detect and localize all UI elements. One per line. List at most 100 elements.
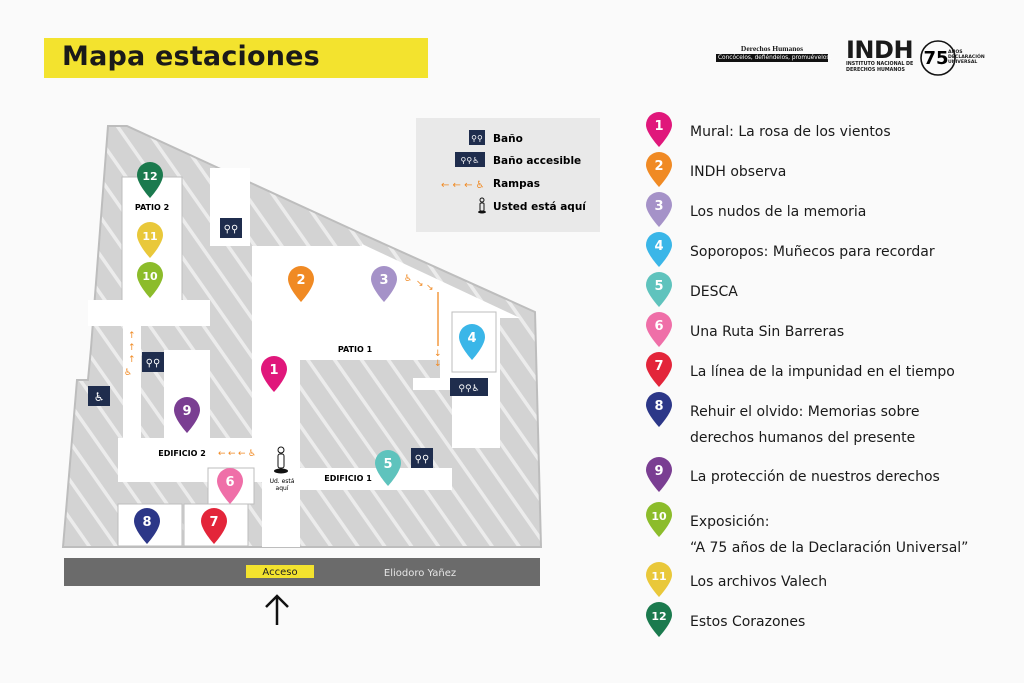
map-key-label-here: Usted está aquí <box>493 201 587 213</box>
legend-label: Una Ruta Sin Barreras <box>690 319 844 345</box>
svg-text:♿: ♿ <box>124 368 132 378</box>
station-pin-number: 12 <box>142 170 157 183</box>
svg-text:10: 10 <box>651 510 667 523</box>
legend-label-line: Mural: La rosa de los vientos <box>690 124 891 140</box>
edificio-1-label: EDIFICIO 1 <box>324 474 372 483</box>
legend-label: Los nudos de la memoria <box>690 199 866 225</box>
logo-75-anos: 75 <box>920 40 956 76</box>
logo-75-number: 75 <box>923 48 948 69</box>
station-pin-6: 6 <box>217 468 243 504</box>
station-pin-number: 2 <box>296 273 305 288</box>
legend-label-line: Soporopos: Muñecos para recordar <box>690 244 935 260</box>
edificio-1-area <box>262 468 452 490</box>
legend-pin-icon: 9 <box>646 457 672 492</box>
svg-text:⚲⚲: ⚲⚲ <box>224 224 239 235</box>
legend-label: La línea de la impunidad en el tiempo <box>690 359 955 385</box>
svg-text:4: 4 <box>654 239 663 254</box>
legend-label-line: La protección de nuestros derechos <box>690 469 940 485</box>
legend-label-line-2: derechos humanos del presente <box>690 430 916 446</box>
edificio-2-label: EDIFICIO 2 <box>158 449 206 458</box>
station-pin-number: 7 <box>209 515 218 530</box>
station-pin-8: 8 <box>134 508 160 544</box>
legend-label-line: Exposición: <box>690 514 770 530</box>
station-pin-number: 10 <box>142 270 158 283</box>
map-key-label-accessible: Baño accesible <box>493 155 581 167</box>
legend-pin-icon: 8 <box>646 392 672 427</box>
station-pin-4: 4 <box>459 324 485 360</box>
street-name: Eliodoro Yañez <box>384 568 456 579</box>
patio-1-label: PATIO 1 <box>338 345 373 354</box>
svg-text:7: 7 <box>654 359 663 374</box>
legend-label: Mural: La rosa de los vientos <box>690 119 891 145</box>
you-are-here-label-2: aquí <box>276 485 289 492</box>
svg-text:3: 3 <box>654 199 663 214</box>
you-are-here-icon <box>274 446 288 474</box>
entrance-arrow-icon <box>265 594 289 625</box>
access-label: Acceso <box>262 567 297 578</box>
legend-label: La protección de nuestros derechos <box>690 464 940 490</box>
logo-indh-line2: DERECHOS HUMANOS <box>846 67 905 73</box>
legend-pin-icon: 2 <box>646 152 672 187</box>
svg-text:♿: ♿ <box>248 449 256 459</box>
wheelchair-icon: ♿ <box>88 386 110 406</box>
patio-1-area <box>252 244 520 448</box>
svg-text:←: ← <box>228 449 236 459</box>
legend-label: Rehuir el olvido: Memorias sobre derechos… <box>690 399 919 451</box>
legend-label: Los archivos Valech <box>690 569 827 595</box>
svg-text:♿: ♿ <box>94 390 105 404</box>
legend-label: Soporopos: Muñecos para recordar <box>690 239 935 265</box>
station-pin-12: 12 <box>137 162 163 198</box>
restroom-icon: ⚲⚲ <box>142 352 164 372</box>
svg-text:↓: ↓ <box>434 359 442 369</box>
legend-pin-icon: 12 <box>646 602 672 637</box>
ramp-arrows-icon: ↑↑↑♿ ←←←♿ ♿↘↘ ↓↓ <box>124 274 442 459</box>
svg-text:8: 8 <box>654 399 663 414</box>
logo-75-anos-text: AÑOS <box>948 50 963 55</box>
station-pin-number: 3 <box>379 273 388 288</box>
svg-text:↓: ↓ <box>434 349 442 359</box>
svg-text:↑: ↑ <box>128 331 136 341</box>
svg-text:↑: ↑ <box>128 343 136 353</box>
station-pin-9: 9 <box>174 397 200 433</box>
logo-75-caption: AÑOS DECLARACIÓN UNIVERSAL <box>948 50 985 65</box>
legend-label-line: Rehuir el olvido: Memorias sobre <box>690 404 920 420</box>
logo-dh-slogan: Concócelos, defiéndelos, promuévelos. <box>716 54 832 62</box>
station-pin-10: 10 <box>137 262 163 298</box>
svg-text:←: ← <box>238 449 246 459</box>
svg-text:11: 11 <box>651 570 666 583</box>
legend-pin-icon: 1 <box>646 112 672 147</box>
legend-label-line: INDH observa <box>690 164 787 180</box>
station-pin-number: 6 <box>225 475 234 490</box>
patio-2-label: PATIO 2 <box>135 203 169 212</box>
station-pin-3: 3 <box>371 266 397 302</box>
svg-text:2: 2 <box>654 159 663 174</box>
station-pin-2: 2 <box>288 266 314 302</box>
legend-label: Estos Corazones <box>690 609 805 635</box>
svg-text:↑: ↑ <box>128 355 136 365</box>
logo-indh: INDH INSTITUTO NACIONAL DE DERECHOS HUMA… <box>846 38 914 73</box>
accessible-restroom-icon: ⚲⚲♿ <box>450 378 488 396</box>
legend-label: INDH observa <box>690 159 786 185</box>
corridor-top-left <box>88 300 210 326</box>
page-title: Mapa estaciones <box>62 41 320 72</box>
station-pin-number: 9 <box>182 404 191 419</box>
restroom-icon: ⚲⚲ <box>411 448 433 468</box>
svg-text:♿: ♿ <box>404 274 412 284</box>
svg-text:⚲⚲: ⚲⚲ <box>415 454 430 465</box>
station-pin-number: 11 <box>142 230 157 243</box>
legend-pin-icon: 6 <box>646 312 672 347</box>
site-map: Acceso Eliodoro Yañez PATIO 2 PATIO 1 ED… <box>61 118 600 586</box>
svg-text:5: 5 <box>654 279 663 294</box>
legend-label-line: La línea de la impunidad en el tiempo <box>690 364 955 380</box>
logo-75-declaracion: DECLARACIÓN <box>948 55 985 60</box>
station-pin-11: 11 <box>137 222 163 258</box>
legend-label-line-2: “A 75 años de la Declaración Universal” <box>690 540 969 556</box>
svg-text:9: 9 <box>654 464 663 479</box>
svg-text:↘: ↘ <box>416 279 424 289</box>
station-pin-number: 1 <box>269 363 278 378</box>
map-key-you-are-here <box>478 197 486 214</box>
map-key-box <box>416 118 600 232</box>
svg-text:12: 12 <box>651 610 666 623</box>
svg-text:⚲⚲♿: ⚲⚲♿ <box>461 156 480 165</box>
